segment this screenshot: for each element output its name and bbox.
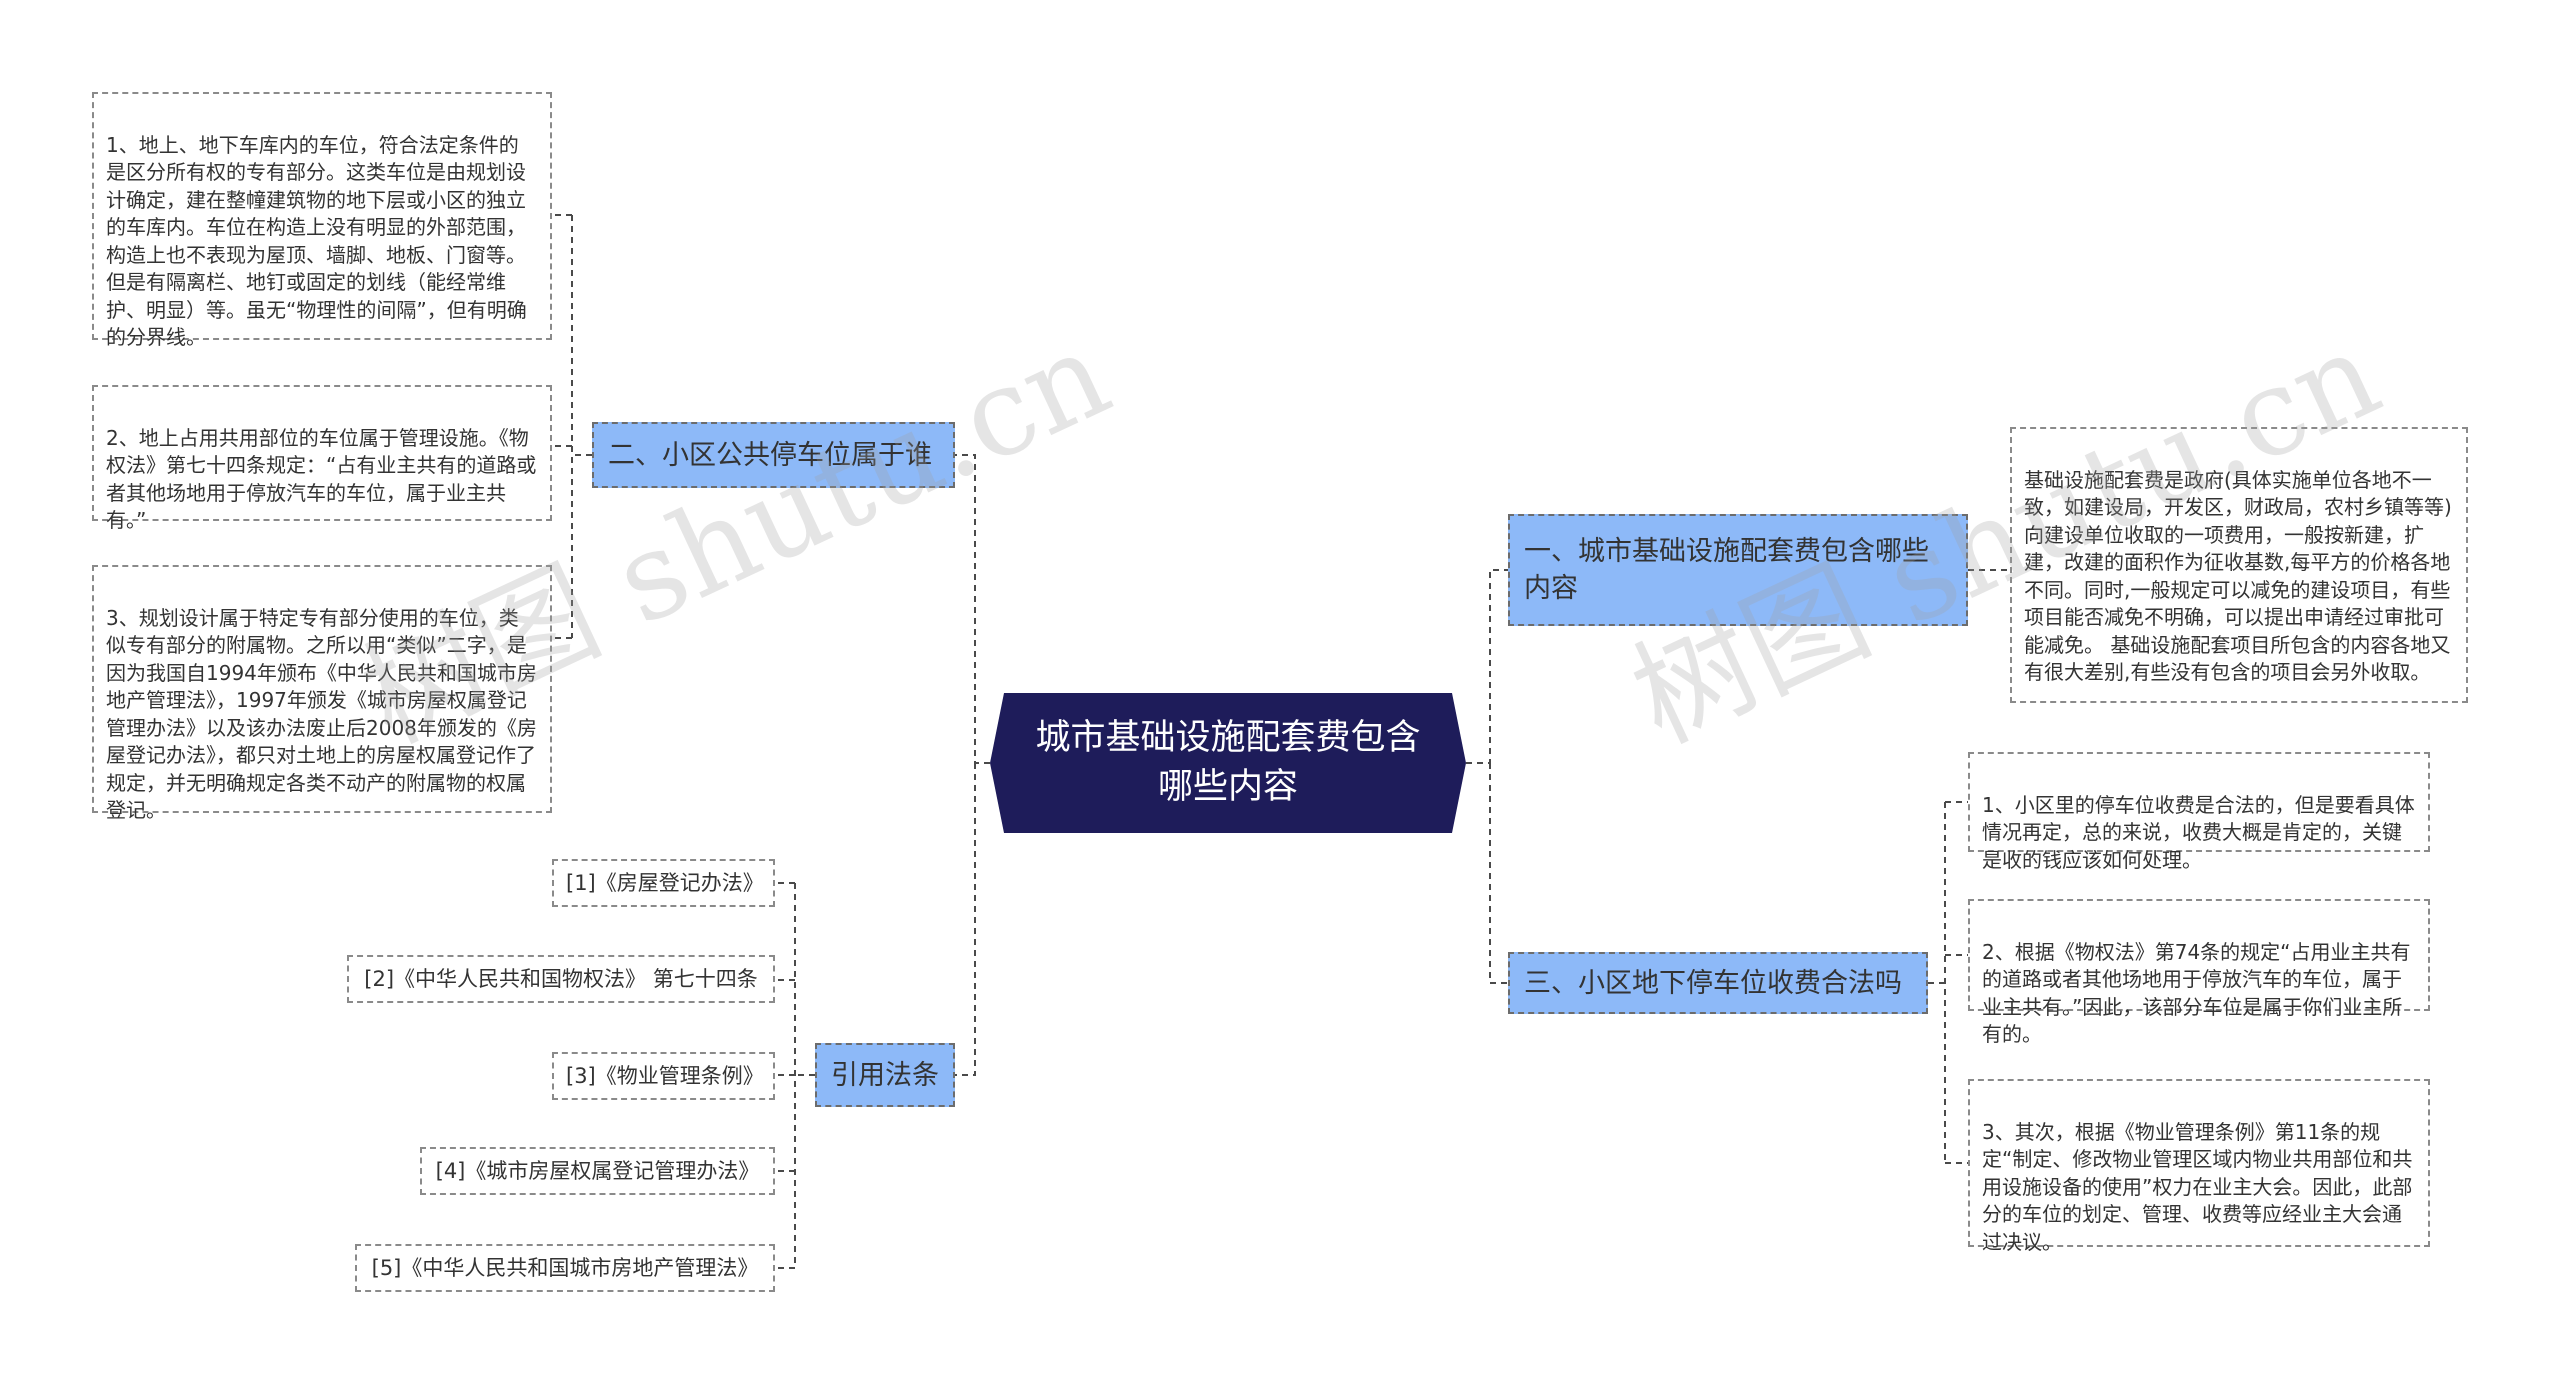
leaf-b2-2-text: 2、地上占用共用部位的车位属于管理设施。《物权法》第七十四条规定：“占有业主共有… — [106, 425, 537, 533]
branch-b3[interactable]: 三、小区地下停车位收费合法吗 — [1508, 952, 1928, 1014]
leaf-b1-1: 基础设施配套费是政府(具体实施单位各地不一致，如建设局，开发区，财政局，农村乡镇… — [2010, 427, 2468, 703]
leaf-b1-1-text: 基础设施配套费是政府(具体实施单位各地不一致，如建设局，开发区，财政局，农村乡镇… — [2024, 467, 2452, 685]
branch-b2-label: 二、小区公共停车位属于谁 — [608, 439, 932, 471]
branch-b1[interactable]: 一、城市基础设施配套费包含哪些内容 — [1508, 514, 1968, 626]
ref-item-3-text: [3]《物业管理条例》 — [566, 1064, 764, 1088]
ref-item-5-text: [5]《中华人民共和国城市房地产管理法》 — [371, 1256, 759, 1280]
leaf-b2-2: 2、地上占用共用部位的车位属于管理设施。《物权法》第七十四条规定：“占有业主共有… — [92, 385, 552, 532]
center-topic[interactable]: 城市基础设施配套费包含哪些内容 — [990, 693, 1466, 833]
branch-b2[interactable]: 二、小区公共停车位属于谁 — [592, 422, 955, 488]
leaf-b3-1-text: 1、小区里的停车位收费是合法的，但是要看具体情况再定，总的来说，收费大概是肯定的… — [1982, 792, 2415, 872]
ref-item-4: [4]《城市房屋权属登记管理办法》 — [420, 1147, 775, 1195]
connector-center-b3 — [1489, 763, 1508, 984]
leaf-b3-2: 2、根据《物权法》第74条的规定“占用业主共有的道路或者其他场地用于停放汽车的车… — [1968, 899, 2430, 1046]
branch-b3-label: 三、小区地下停车位收费合法吗 — [1524, 967, 1902, 999]
connector-b2-leaves — [552, 214, 592, 639]
connector-b4-refs — [775, 882, 815, 1269]
branch-b4[interactable]: 引用法条 — [815, 1043, 955, 1107]
ref-item-1: [1]《房屋登记办法》 — [552, 859, 775, 907]
leaf-b3-1: 1、小区里的停车位收费是合法的，但是要看具体情况再定，总的来说，收费大概是肯定的… — [1968, 752, 2430, 872]
leaf-b3-3: 3、其次，根据《物业管理条例》第11条的规定“制定、修改物业管理区域内物业共用部… — [1968, 1079, 2430, 1254]
leaf-b2-1: 1、地上、地下车库内的车位，符合法定条件的是区分所有权的专有部分。这类车位是由规… — [92, 92, 552, 349]
leaf-b2-3: 3、规划设计属于特定专有部分使用的车位，类似专有部分的附属物。之所以用“类似”二… — [92, 565, 552, 822]
branch-b4-label: 引用法条 — [831, 1059, 939, 1091]
leaf-b3-2-text: 2、根据《物权法》第74条的规定“占用业主共有的道路或者其他场地用于停放汽车的车… — [1982, 939, 2411, 1047]
center-topic-shape — [990, 693, 1466, 833]
ref-item-4-text: [4]《城市房屋权属登记管理办法》 — [435, 1159, 760, 1183]
connector-b3-leaves — [1928, 801, 1968, 1164]
connector-center-b1 — [1466, 569, 1508, 764]
branch-b1-label: 一、城市基础设施配套费包含哪些内容 — [1524, 536, 1929, 604]
leaf-b3-3-text: 3、其次，根据《物业管理条例》第11条的规定“制定、修改物业管理区域内物业共用部… — [1982, 1119, 2413, 1254]
leaf-b2-3-text: 3、规划设计属于特定专有部分使用的车位，类似专有部分的附属物。之所以用“类似”二… — [106, 605, 537, 823]
connector-center-b4 — [955, 763, 976, 1076]
connector-center-b2 — [955, 454, 990, 764]
ref-item-3: [3]《物业管理条例》 — [552, 1052, 775, 1100]
ref-item-1-text: [1]《房屋登记办法》 — [566, 871, 764, 895]
ref-item-2-text: [2]《中华人民共和国物权法》 第七十四条 — [364, 967, 758, 991]
center-topic-title: 城市基础设施配套费包含哪些内容 — [1035, 718, 1421, 807]
ref-item-2: [2]《中华人民共和国物权法》 第七十四条 — [347, 955, 775, 1003]
leaf-b2-1-text: 1、地上、地下车库内的车位，符合法定条件的是区分所有权的专有部分。这类车位是由规… — [106, 132, 527, 350]
ref-item-5: [5]《中华人民共和国城市房地产管理法》 — [355, 1244, 775, 1292]
